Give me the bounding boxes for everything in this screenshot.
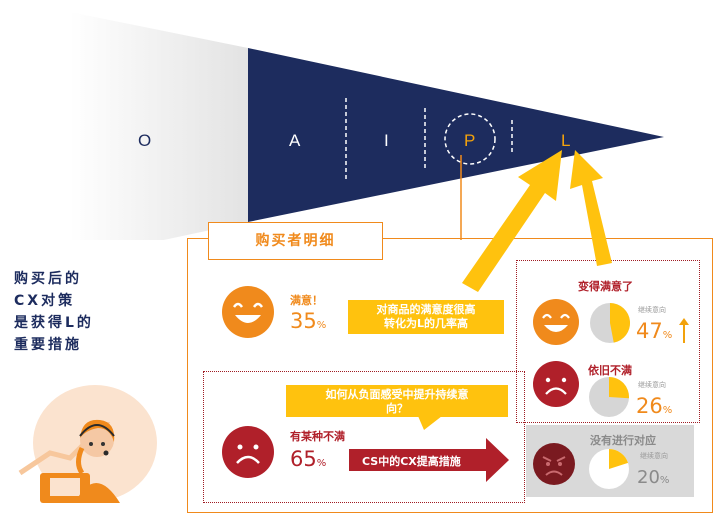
satisfied-percentage: 35%: [290, 309, 327, 333]
side-title-line-4: 重要措施: [14, 337, 82, 353]
no-response-percentage: 20%: [637, 467, 670, 488]
stage-a: A: [289, 131, 301, 150]
cs-arrow-label: CS中的CX提高措施: [362, 455, 461, 468]
up-arrow-icon: [679, 318, 689, 343]
negative-callout: 如何从负面感受中提升持续意 向？: [286, 385, 508, 417]
funnel-navy-section: [248, 48, 664, 222]
callout-tail-icon: [418, 416, 442, 430]
angry-face-icon: [533, 443, 575, 485]
pie-no-response: [589, 449, 629, 489]
side-title-line-3: 是获得L的: [14, 315, 94, 331]
side-title-line-2: CX对策: [14, 293, 76, 309]
buyer-breakdown-panel: [187, 238, 713, 513]
satisfied-callout: 对商品的满意度很高 转化为L的几率高: [348, 300, 504, 334]
became-satisfied-caption: 继续意向: [638, 306, 666, 314]
small-sad-face-icon: [533, 361, 579, 407]
cs-red-arrow: [349, 438, 509, 482]
yellow-arrow-from-became-satisfied: [570, 150, 612, 266]
no-response-caption: 继续意向: [640, 452, 668, 460]
funnel-p-circle: [444, 113, 496, 165]
funnel-o-section: [70, 12, 248, 240]
stage-i: I: [384, 131, 389, 150]
dissatisfied-label: 有某种不满: [290, 430, 345, 443]
stage-p: P: [464, 131, 476, 150]
still-dissatisfied-percentage: 26%: [636, 394, 673, 418]
still-dissatisfied-caption: 继续意向: [638, 381, 666, 389]
panel-title: 购买者明细: [208, 222, 383, 260]
dissatisfied-box: [203, 371, 525, 503]
stage-o: O: [138, 131, 152, 150]
dissatisfied-percentage: 65%: [290, 447, 327, 471]
small-happy-face-icon: [533, 299, 579, 345]
support-agent-illustration: [18, 385, 157, 503]
no-response-label: 没有进行对应: [590, 434, 656, 447]
became-satisfied-label: 变得满意了: [578, 280, 633, 293]
pie-still-dissatisfied: [589, 377, 629, 417]
side-title: 购买后的 CX对策 是获得L的 重要措施: [14, 268, 114, 356]
side-title-line-1: 购买后的: [14, 271, 82, 287]
satisfied-label: 满意！: [290, 294, 323, 307]
yellow-arrow-from-satisfied: [462, 150, 562, 292]
happy-face-icon: [222, 286, 274, 338]
still-dissatisfied-label: 依旧不满: [588, 364, 632, 377]
sad-face-icon: [222, 426, 274, 478]
became-satisfied-percentage: 47%: [636, 319, 673, 343]
cx-funnel: [70, 12, 664, 240]
pie-became-satisfied: [590, 302, 631, 343]
stage-l: L: [561, 131, 571, 150]
